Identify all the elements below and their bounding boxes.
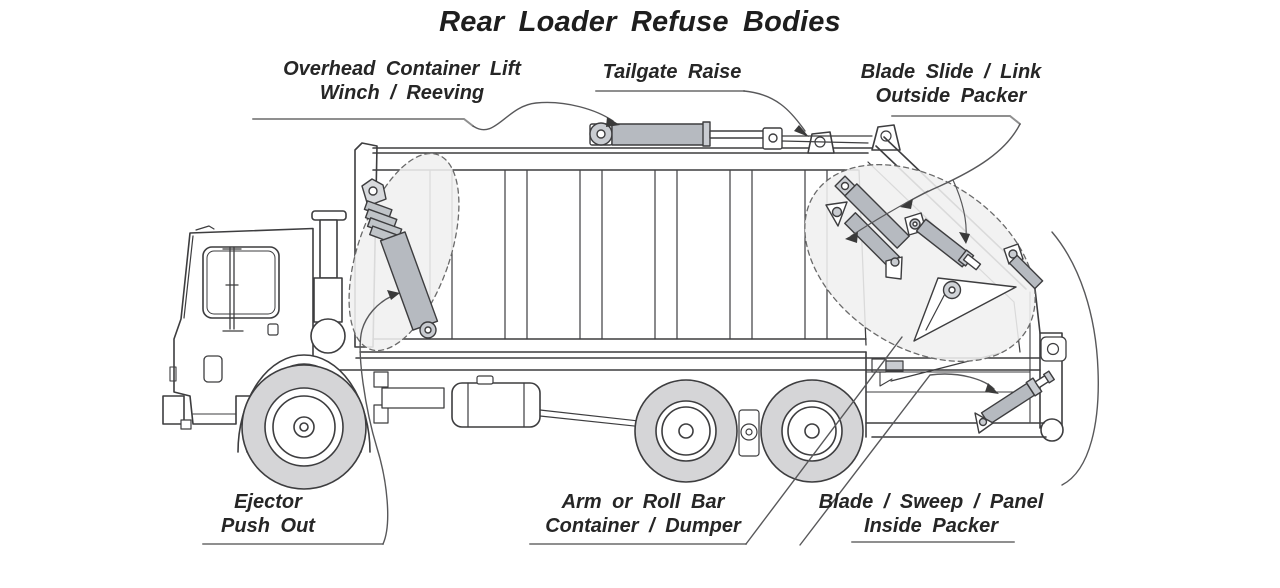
label-blade-sweep-line2: Inside Packer (864, 515, 998, 537)
mirror-bar (222, 246, 244, 332)
leader-arm-roll-bar (745, 336, 903, 545)
ejector-cylinder (361, 178, 439, 339)
sweep-panel (913, 277, 1017, 342)
packer-cylinder-b (825, 201, 903, 280)
tailgate-raise-cylinder (589, 121, 873, 150)
truck-cab (162, 225, 314, 430)
packer-highlight (804, 164, 1036, 362)
blade-slide-end (1003, 243, 1044, 290)
chassis (339, 357, 1041, 457)
fuel-tank (451, 375, 541, 428)
door-panel (203, 355, 223, 383)
label-overhead-lift-line2: Winch / Reeving (319, 82, 485, 104)
body-ribs (429, 170, 828, 340)
label-blade-slide-line2: Outside Packer (875, 85, 1027, 107)
outside-packer-cylinders (825, 175, 1044, 342)
inside-packer-cylinder (974, 370, 1055, 434)
door-handle (267, 323, 279, 336)
label-ejector-line2: Push Out (221, 515, 315, 537)
packer-cylinder-a (834, 175, 910, 249)
label-blade-sweep: Blade / Sweep / Panel Inside Packer (819, 490, 1044, 538)
front-wheel (241, 364, 367, 490)
label-ejector: Ejector Push Out (221, 490, 315, 538)
front-bumper (162, 395, 237, 430)
label-arm-roll-bar-line2: Container / Dumper (545, 515, 741, 537)
air-tank (310, 318, 346, 354)
packer-cylinder-c (904, 212, 982, 271)
leader-arrowheads (387, 117, 999, 394)
label-blade-sweep-line1: Blade / Sweep / Panel (818, 491, 1044, 513)
label-arm-roll-bar: Arm or Roll Bar Container / Dumper (545, 490, 741, 538)
exhaust-stack (310, 210, 347, 354)
leader-ejector (359, 295, 393, 545)
leader-blade-sweep-b (1051, 231, 1099, 486)
leader-overhead-lift (472, 101, 614, 131)
rear-wheel-1 (634, 379, 738, 483)
rear-suspension (738, 409, 760, 457)
label-tailgate-raise-line1: Tailgate Raise (602, 61, 742, 83)
label-tailgate-raise: Tailgate Raise (603, 60, 742, 84)
label-overhead-lift: Overhead Container Lift Winch / Reeving (283, 57, 521, 105)
label-overhead-lift-line1: Overhead Container Lift (283, 58, 521, 80)
diagram-title: Rear Loader Refuse Bodies (439, 6, 841, 38)
label-arm-roll-bar-line1: Arm or Roll Bar (561, 491, 725, 513)
label-underlines (202, 90, 1021, 545)
leader-tailgate-raise (743, 90, 806, 132)
rear-wheel-2 (760, 379, 864, 483)
label-ejector-line1: Ejector (234, 491, 302, 513)
label-blade-slide-line1: Blade Slide / Link (860, 61, 1042, 83)
label-blade-slide: Blade Slide / Link Outside Packer (861, 60, 1042, 108)
